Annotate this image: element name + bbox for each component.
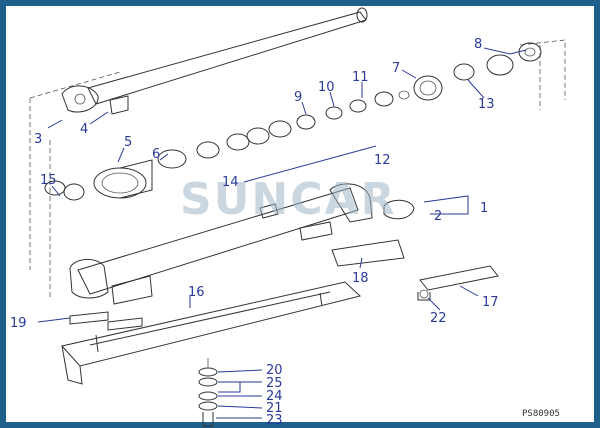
callout-22: 22: [430, 311, 447, 326]
callout-9: 9: [294, 90, 302, 105]
callout-4: 4: [80, 122, 88, 137]
drawing-code: PS80905: [522, 409, 560, 419]
callout-8: 8: [474, 37, 482, 52]
piston-rod: [61, 7, 368, 115]
callout-20: 20: [266, 363, 283, 378]
callout-16: 16: [188, 285, 205, 300]
callout-5: 5: [124, 135, 132, 150]
callout-14: 14: [222, 175, 239, 190]
leader-lines: [37, 47, 527, 419]
assembly-boundary: [29, 39, 566, 300]
callout-18: 18: [352, 271, 369, 286]
brackets: [299, 221, 499, 301]
callout-17: 17: [482, 295, 499, 310]
callout-24: 24: [266, 389, 283, 404]
callout-7: 7: [392, 61, 400, 76]
callout-10: 10: [318, 80, 335, 95]
callout-labels: 1 2 3 4 5 6 7 8 9 10 11 12 13 14 15 16 1…: [10, 37, 499, 428]
callout-11: 11: [352, 70, 369, 85]
callout-1: 1: [480, 201, 488, 216]
tube-guard: [61, 281, 362, 385]
gland-seal-stack: [44, 42, 542, 201]
callout-15: 15: [40, 173, 57, 188]
callout-19: 19: [10, 316, 27, 331]
callout-13: 13: [478, 97, 495, 112]
shims: [69, 311, 143, 331]
callout-25: 25: [266, 376, 283, 391]
callout-12: 12: [374, 153, 391, 168]
watermark: SUNCAR: [180, 174, 396, 225]
bolt-and-washers: [198, 358, 218, 427]
callout-23: 23: [266, 413, 283, 428]
callout-3: 3: [34, 132, 42, 147]
callout-2: 2: [434, 209, 442, 224]
callout-6: 6: [152, 147, 160, 162]
cylinder-tube: [69, 183, 415, 305]
callout-21: 21: [266, 401, 283, 416]
